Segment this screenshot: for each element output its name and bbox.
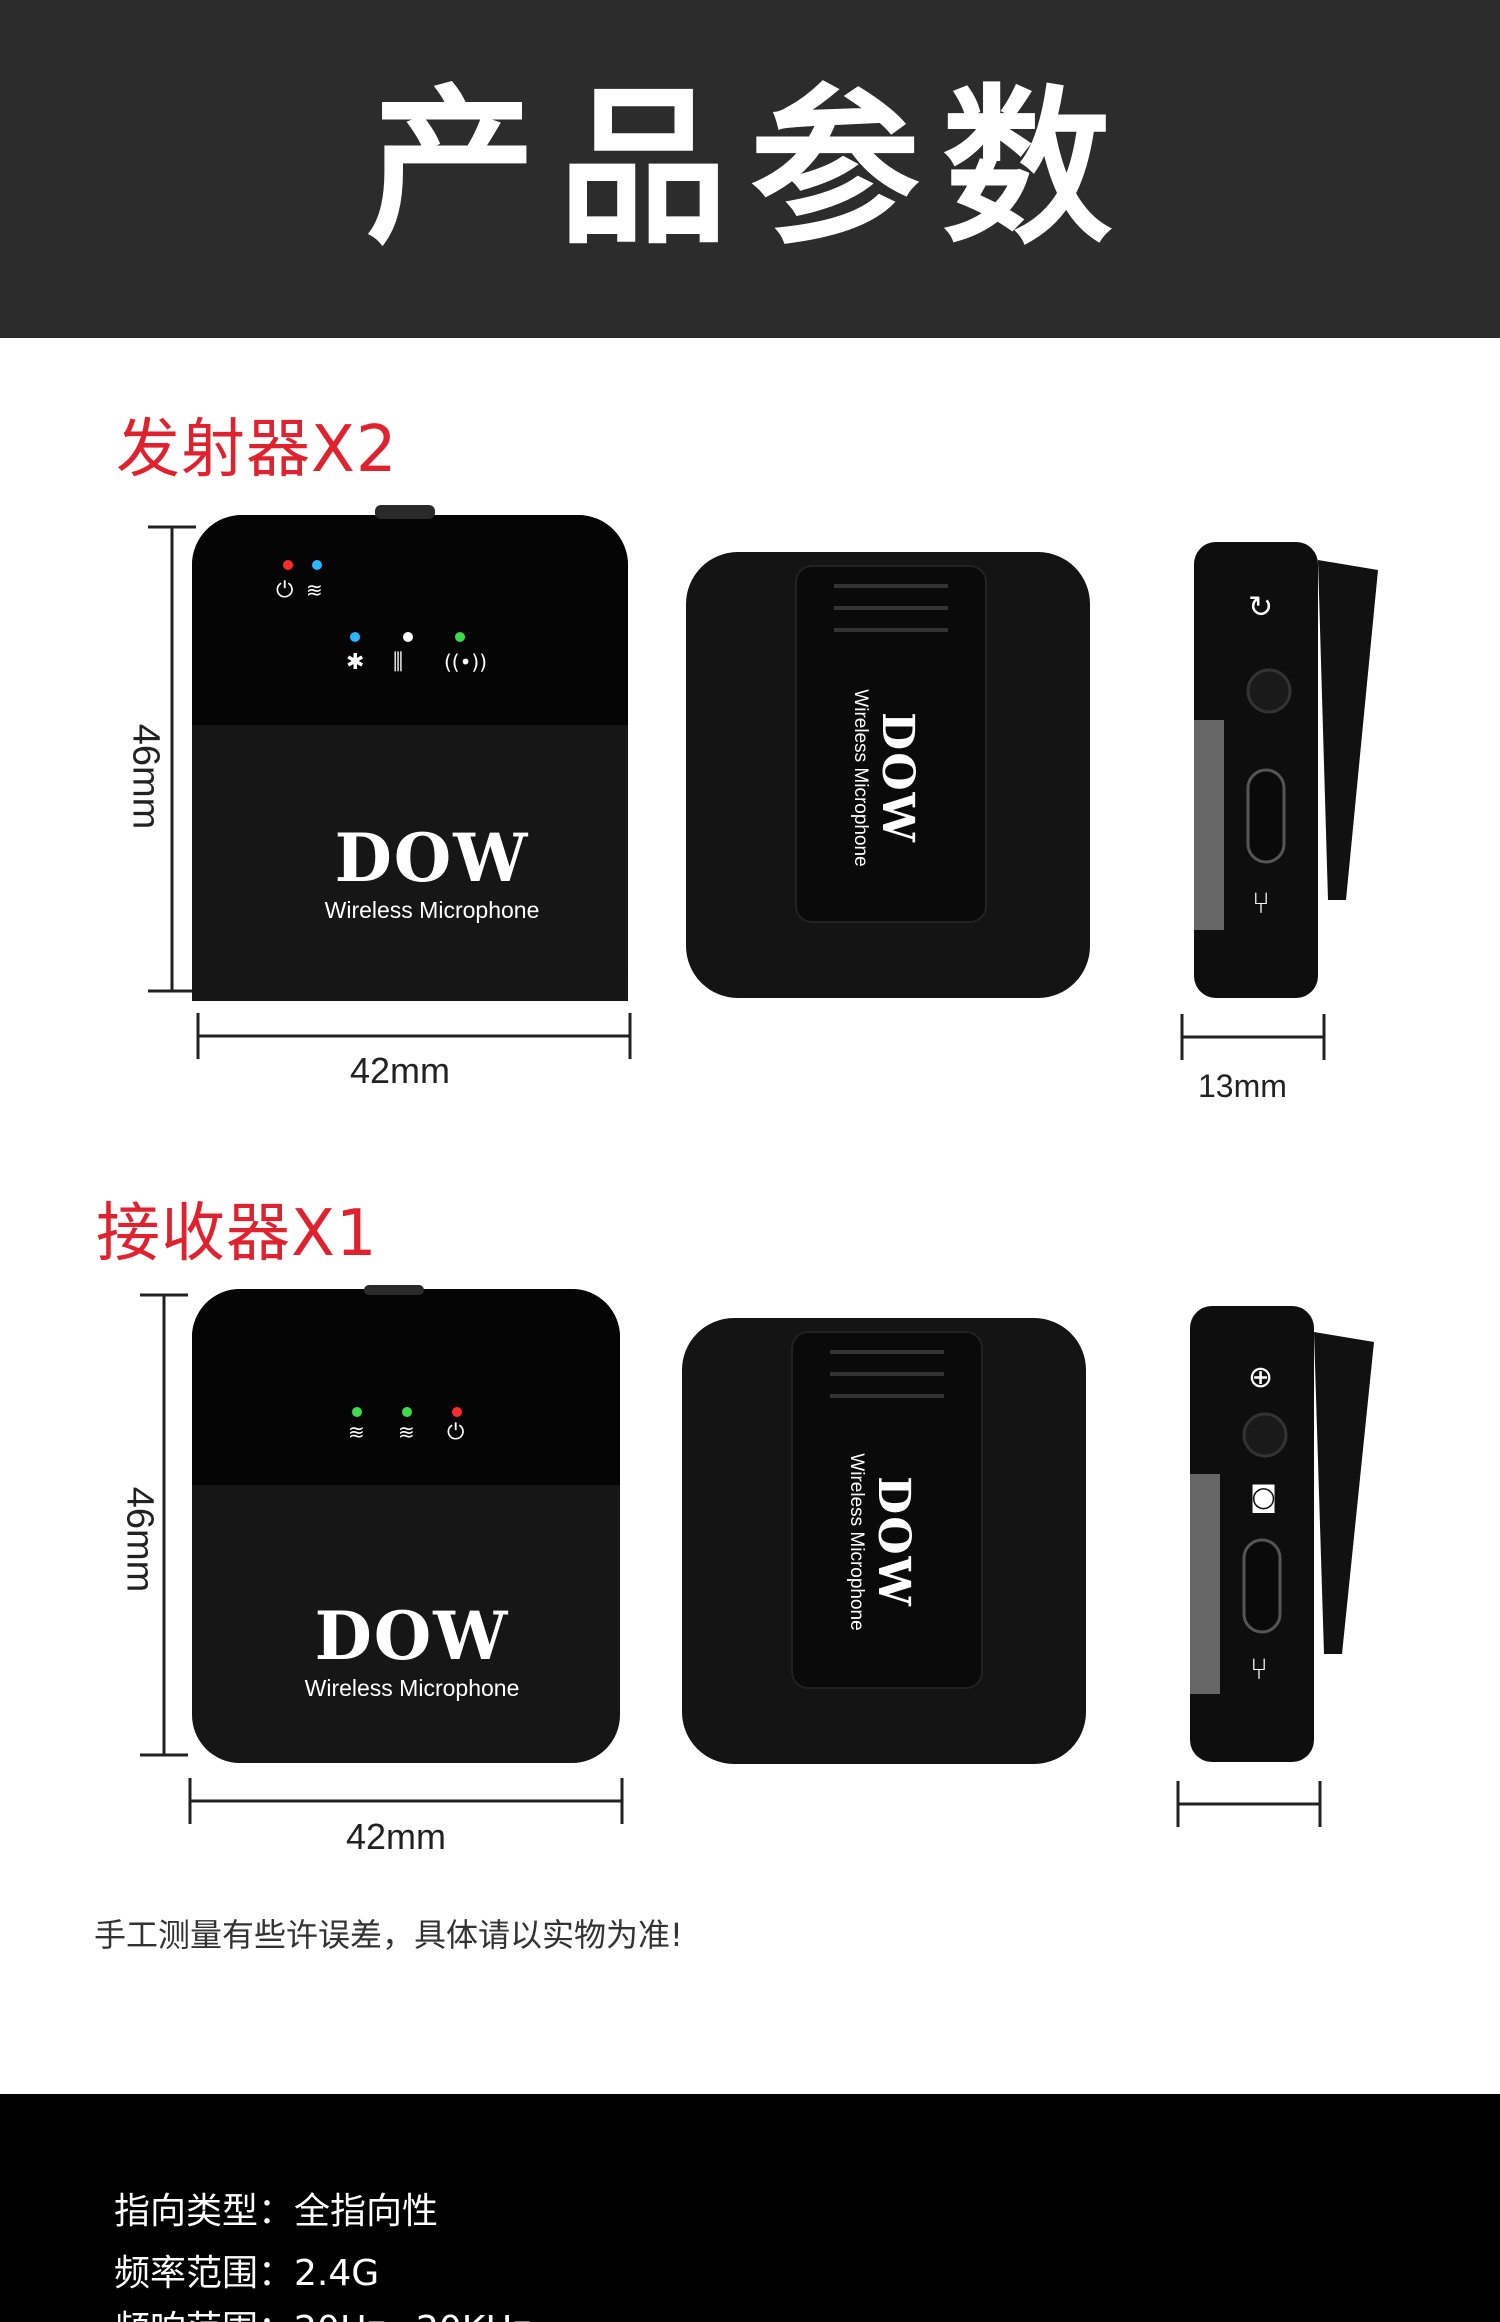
receiver-title: 接收器X1 (96, 1197, 378, 1271)
measurement-note: 手工测量有些许误差，具体请以实物为准! (94, 1916, 683, 1954)
wifi-icon: ≋ (348, 1420, 365, 1444)
wifi-icon: ≋ (398, 1420, 415, 1444)
transmitter-title: 发射器X2 (116, 413, 398, 487)
spec-row: 频率范围：2.4G (114, 2244, 379, 2296)
transmitter-brand: DOW Wireless Microphone (282, 825, 582, 924)
transmitter-depth-label: 13mm (1198, 1068, 1287, 1104)
transmitter-side-image (1178, 540, 1398, 1080)
spec-value: 2.4G (294, 2253, 380, 2294)
brand-subtitle: Wireless Microphone (324, 897, 540, 923)
spec-label: 指向类型： (114, 2191, 295, 2232)
receiver-side-image (1174, 1304, 1394, 1844)
transmitter-width-label: 42mm (350, 1050, 451, 1091)
clip-brand-logo: DOW (872, 712, 923, 844)
page-header: 产品参数 (0, 0, 1500, 338)
clip-brand-subtitle: Wireless Microphone (846, 1453, 867, 1631)
wifi-icon: ≋ (306, 578, 323, 602)
power-icon: ⏻ (447, 1420, 465, 1445)
transmitter-clip-brand: DOW Wireless Microphone (849, 688, 923, 868)
spec-label: 频响范围： (114, 2309, 294, 2322)
receiver-width-label: 42mm (346, 1816, 447, 1857)
brand-subtitle: Wireless Microphone (304, 1675, 520, 1701)
usb-icon: ⑂ (1252, 886, 1270, 921)
transmitter-height-label: 46mm (124, 723, 167, 830)
spec-value: 全指向性 (294, 2191, 439, 2232)
page-title: 产品参数 (365, 70, 1134, 268)
spec-row: 频响范围：20Hz~20KHz (114, 2300, 531, 2322)
spec-row: 指向类型：全指向性 (114, 2182, 438, 2234)
headphone-icon: ⊕ (1248, 1360, 1274, 1395)
receiver-height-label: 46mm (118, 1486, 161, 1593)
spec-label: 频率范围： (114, 2253, 295, 2294)
refresh-icon: ↻ (1248, 590, 1274, 625)
receiver-back-image (680, 1316, 1090, 1766)
transmitter-front-image (120, 505, 660, 1065)
receiver-brand: DOW Wireless Microphone (262, 1603, 562, 1702)
usb-icon: ⑂ (1250, 1652, 1268, 1687)
bluetooth-icon: ✱ (346, 650, 365, 675)
spec-value: 20Hz~20KHz (294, 2309, 531, 2322)
receiver-clip-brand: DOW Wireless Microphone (845, 1452, 919, 1632)
receiver-front-image (114, 1285, 634, 1845)
brand-logo: DOW (314, 1597, 510, 1675)
clip-brand-subtitle: Wireless Microphone (850, 689, 871, 867)
power-icon: ⏻ (276, 578, 294, 603)
camera-icon: ◙ (1250, 1480, 1278, 1513)
transmitter-back-image (684, 550, 1094, 1000)
spec-section: 指向类型：全指向性 频率范围：2.4G 频响范围：20Hz~20KHz (0, 2094, 1500, 2322)
clip-brand-logo: DOW (868, 1476, 919, 1608)
broadcast-icon: ((•)) (444, 650, 488, 674)
audio-wave-icon: ⫼ (393, 650, 404, 675)
brand-logo: DOW (334, 819, 530, 897)
